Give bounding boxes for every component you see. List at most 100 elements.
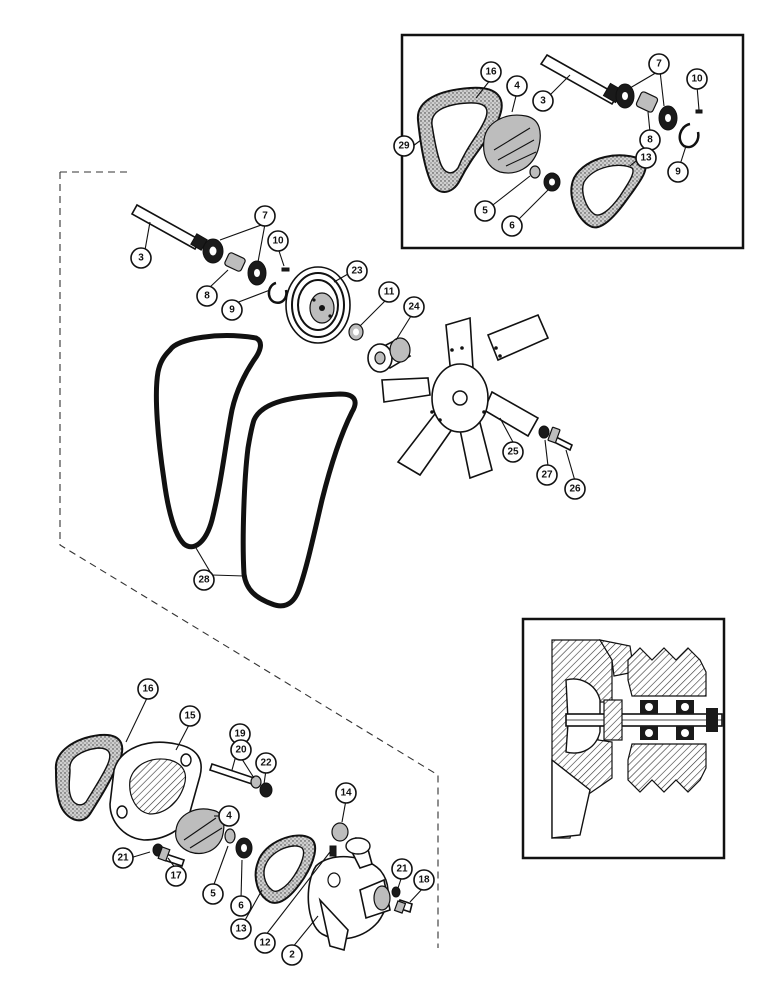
lower-impeller-4-vanes — [183, 817, 223, 849]
bushing-14 — [331, 822, 349, 842]
pump-housing-2 — [307, 837, 391, 952]
main-leaders — [144, 221, 576, 577]
callout-main-25: 25 — [502, 441, 524, 463]
callout-lower-5-label: 5 — [210, 889, 216, 900]
callout-lower-18: 18 — [413, 869, 435, 891]
callout-lower-20: 20 — [230, 739, 252, 761]
callout-main-25-label: 25 — [507, 447, 519, 458]
callout-inset-10-label: 10 — [691, 74, 703, 85]
callout-lower-22: 22 — [255, 752, 277, 774]
callout-lower-19-label: 19 — [234, 729, 246, 740]
callout-lower-17: 17 — [165, 865, 187, 887]
bolt-26 — [547, 426, 574, 452]
lower-seal-5 — [224, 828, 236, 844]
callout-inset-4-label: 4 — [514, 81, 520, 92]
callout-lower-14: 14 — [335, 782, 357, 804]
bearing-7b-bore — [254, 269, 260, 277]
callout-lower-6: 6 — [230, 895, 252, 917]
inset-seal-5 — [529, 165, 541, 179]
nut-11-bore — [353, 328, 359, 336]
lower-gasket-13-hole — [263, 845, 305, 892]
lower-impeller-4 — [175, 808, 225, 855]
belt-28b — [240, 391, 358, 609]
callout-lower-5: 5 — [202, 883, 224, 905]
snap-ring-9 — [267, 281, 288, 304]
callout-lower-4: 4 — [218, 805, 240, 827]
bolt-17 — [157, 846, 186, 868]
callout-main-24: 24 — [403, 296, 425, 318]
callout-inset-8-label: 8 — [647, 135, 653, 146]
callout-main-9-label: 9 — [229, 305, 235, 316]
callout-inset-6-label: 6 — [509, 221, 515, 232]
callout-main-23: 23 — [346, 260, 368, 282]
inset-snap-ring-9 — [678, 122, 700, 149]
dowel-pin — [329, 845, 337, 857]
inset-spacer-8 — [635, 91, 659, 113]
callout-lower-2: 2 — [281, 944, 303, 966]
callout-inset-8: 8 — [639, 129, 661, 151]
callout-lower-20-label: 20 — [235, 745, 247, 756]
callout-lower-15: 15 — [179, 705, 201, 727]
callout-lower-21a: 21 — [112, 847, 134, 869]
callout-lower-2-label: 2 — [289, 950, 295, 961]
callout-inset-29: 29 — [393, 135, 415, 157]
callout-main-27-label: 27 — [541, 470, 553, 481]
callout-main-23-label: 23 — [351, 266, 363, 277]
callout-inset-9: 9 — [667, 161, 689, 183]
callout-inset-29-label: 29 — [398, 141, 410, 152]
callout-main-8: 8 — [196, 285, 218, 307]
callout-main-26-label: 26 — [569, 484, 581, 495]
inset-gasket-16-hole — [431, 102, 488, 174]
callout-inset-4: 4 — [506, 75, 528, 97]
callout-main-28-label: 28 — [198, 575, 210, 586]
section-pulley — [627, 647, 707, 697]
pulley-23 — [285, 266, 351, 344]
callout-main-8-label: 8 — [204, 291, 210, 302]
callout-main-3: 3 — [130, 247, 152, 269]
inset-seal-6-bore — [549, 178, 555, 186]
callout-main-3-label: 3 — [138, 253, 144, 264]
callout-inset-5-label: 5 — [482, 206, 488, 217]
inset-bearing-7a-bore — [622, 92, 628, 100]
callout-lower-17-label: 17 — [170, 871, 182, 882]
inset-shaft-3 — [539, 53, 620, 106]
inset-impeller-4-vanes — [493, 127, 537, 167]
callout-lower-4-label: 4 — [226, 811, 232, 822]
section-bearings — [640, 700, 694, 740]
belt-28a — [153, 333, 263, 550]
callout-main-11: 11 — [378, 281, 400, 303]
callout-main-10-label: 10 — [272, 236, 284, 247]
section-housing-upper — [598, 639, 635, 677]
callout-lower-22-label: 22 — [260, 758, 272, 769]
callout-lower-21a-label: 21 — [117, 853, 129, 864]
inset-leaders — [412, 70, 700, 223]
lower-gasket-16-hole — [68, 747, 111, 806]
callout-main-26: 26 — [564, 478, 586, 500]
section-end-nut — [706, 708, 718, 732]
callout-inset-3: 3 — [532, 90, 554, 112]
lower-seal-6-bore — [241, 844, 247, 852]
callout-inset-3-label: 3 — [540, 96, 546, 107]
callout-lower-19: 19 — [229, 723, 251, 745]
callout-lower-14-label: 14 — [340, 788, 352, 799]
callout-inset-13: 13 — [635, 147, 657, 169]
callout-main-24-label: 24 — [408, 302, 420, 313]
callout-main-11-label: 11 — [384, 287, 395, 298]
inset-gasket-13-hole — [582, 164, 634, 216]
callout-main-7-label: 7 — [262, 211, 268, 222]
callout-lower-13-label: 13 — [235, 924, 247, 935]
shaft-3 — [130, 203, 202, 251]
callout-inset-5: 5 — [474, 200, 496, 222]
callout-inset-7: 7 — [648, 53, 670, 75]
dashed-assembly-envelope — [59, 171, 439, 948]
callout-inset-16: 16 — [480, 61, 502, 83]
callout-lower-13: 13 — [230, 918, 252, 940]
main-exploded-view: 3 7 10 8 9 23 11 24 25 27 26 28 — [130, 203, 586, 609]
lock-washer-21b — [391, 886, 401, 898]
section-pulley-lower — [627, 743, 707, 793]
bolt-18 — [393, 898, 413, 914]
cross-section-inset — [521, 617, 726, 860]
callout-main-9: 9 — [221, 299, 243, 321]
fan-spacer-24 — [367, 337, 412, 373]
